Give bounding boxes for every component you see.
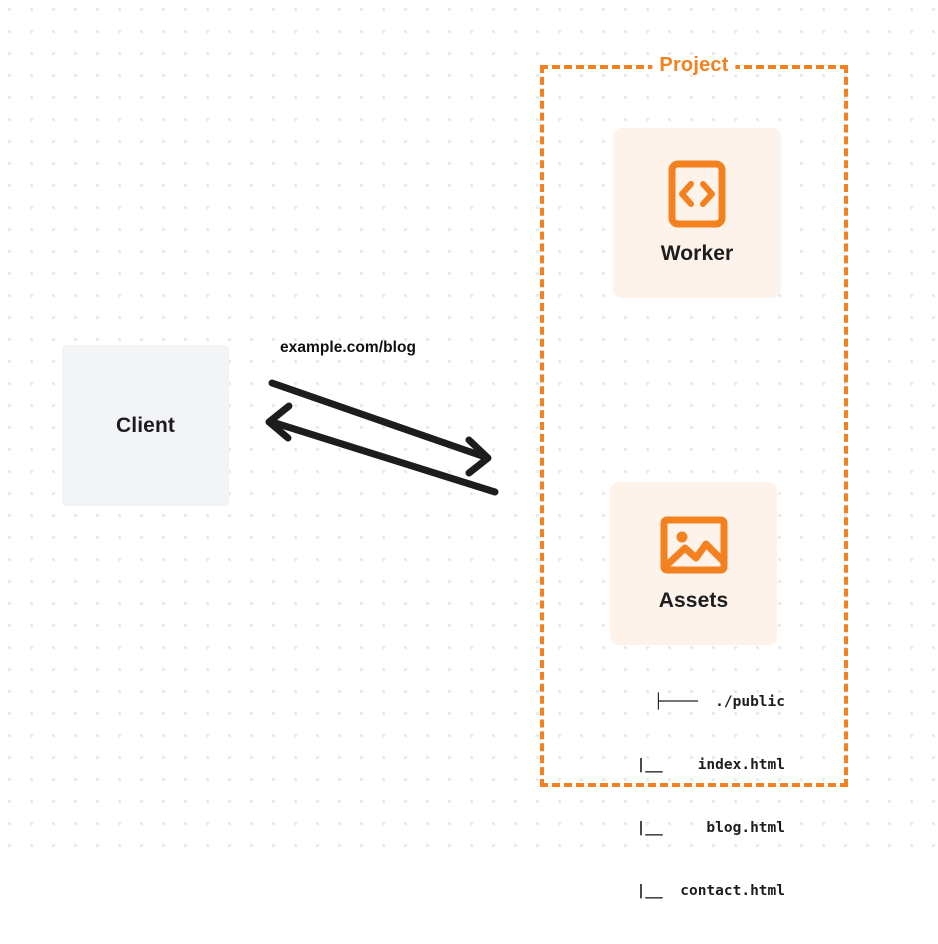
worker-card-label: Worker — [660, 242, 734, 265]
project-group[interactable]: Project — [540, 55, 848, 787]
file-tree-row: |__ index.html — [610, 757, 785, 773]
file-tree-row: ├──── ./public — [654, 694, 785, 710]
client-node-label: Client — [116, 413, 175, 437]
client-node[interactable]: Client — [62, 345, 229, 506]
project-title: Project — [652, 55, 736, 75]
code-brackets-icon — [668, 160, 726, 228]
worker-card[interactable]: Worker — [613, 128, 781, 298]
file-tree-row: |__ contact.html — [610, 883, 785, 899]
request-arrow — [268, 379, 492, 477]
connector-arrows — [265, 379, 499, 496]
assets-card[interactable]: Assets — [610, 482, 777, 645]
dot-grid-background — [0, 0, 938, 860]
assets-card-label: Assets — [658, 588, 729, 612]
diagram-canvas: Client example.com/blog Project Worker — [62, 55, 848, 899]
file-tree-row: |__ blog.html — [610, 820, 785, 836]
request-url-label: example.com/blog — [280, 339, 417, 356]
response-arrow — [265, 402, 499, 496]
assets-file-tree: ├──── ./public |__ index.html |__ blog.h… — [585, 650, 785, 944]
image-icon — [660, 515, 728, 575]
